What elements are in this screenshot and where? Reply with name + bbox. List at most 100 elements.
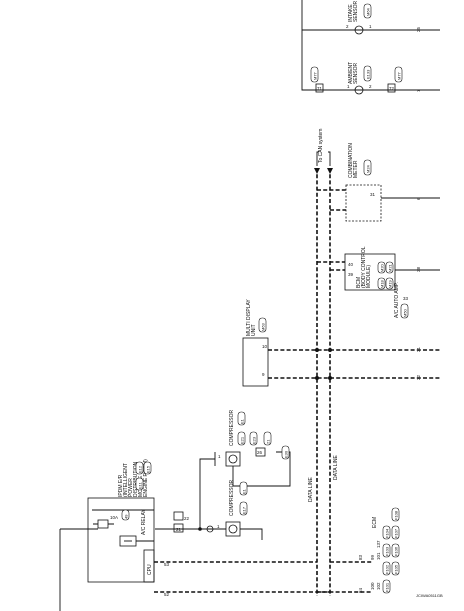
ecm-code-6: F106 (394, 546, 399, 556)
fuse-icon (97, 519, 109, 529)
compressor-upper-clutch-icon (228, 454, 238, 464)
bcm-pin-b: 39 (348, 272, 354, 277)
combination-meter: 31 COMBINATION METER M24 6 (317, 143, 440, 222)
ipdm-name-4: DISTRIBUTION (133, 461, 139, 497)
ecm-pin-3: 100 (370, 582, 375, 590)
compressor-upper-aux-1: 26 (257, 450, 263, 455)
intake-sensor: 2 1 INTAKE SENSOR M64 25 (346, 0, 421, 35)
intake-sensor-name-2: SENSOR (353, 0, 359, 22)
ambient-conn-pin-a: 71 (317, 86, 323, 91)
ecm-pin-7: 137 (376, 540, 381, 548)
ipdm-relay: A/C RELAY (141, 509, 147, 535)
ambient-sensor-wire-no: 7 (416, 89, 421, 92)
splice-3 (315, 376, 319, 380)
multi-display-pin-b: 9 (262, 372, 265, 377)
ecm-code-5: F105 (394, 564, 399, 574)
compressor-lower-clutch-icon (228, 524, 238, 534)
bcm-code-2: M19 (388, 279, 393, 288)
compressor-lower-pin: 1 (217, 524, 220, 529)
doc-code: JCIWA0511GB (416, 593, 443, 598)
intake-sensor-pin-b: 1 (369, 24, 372, 29)
ambient-sensor-code: E133 (366, 69, 371, 79)
intake-sensor-name-1: INTAKE (348, 4, 354, 22)
ambient-conn-pin-b: 72 (389, 86, 395, 91)
to-can-system-label: To CAN system (318, 129, 324, 163)
intake-sensor-code: M64 (366, 7, 371, 16)
ipdm-name-6: ENGINE ROOM) (143, 459, 149, 497)
bcm-code-4: M21 (388, 263, 393, 272)
ipdm-name-3: POWER (128, 478, 134, 497)
ipdm-name-1: IPDM E/R (118, 474, 124, 497)
ecm-pin-6: 101 (376, 552, 381, 560)
multi-display-unit: 10 9 MULTI DISPLAY UNIT M63 21 22 (242, 299, 440, 387)
bcm-code-1: M18 (380, 279, 385, 288)
ecm-code-4: F104 (385, 528, 390, 538)
ecm-pin-5: 102 (376, 582, 381, 590)
compressor-lower-code-1: E17 (242, 506, 247, 514)
splice-2 (328, 376, 332, 380)
ambient-sensor-name-2: SENSOR (353, 62, 359, 84)
ac-auto-amp-code: M50 (403, 308, 408, 317)
combination-meter-name-1: COMBINATION (348, 143, 354, 178)
ecm-pin-1: 83 (358, 554, 363, 560)
compressor-upper-name: COMPRESSOR (229, 409, 235, 446)
ipdm-fuse-code: 49 (124, 514, 129, 519)
data-line-label-1: DATA LINE (308, 477, 314, 502)
splice-1 (315, 348, 319, 352)
ecm-code-8: F108 (394, 510, 399, 520)
combination-meter-name-2: METER (353, 160, 359, 178)
ipdm-pin-2: 52 (164, 592, 170, 597)
ecm-code-2: F102 (385, 564, 390, 574)
combination-meter-wire-no: 6 (416, 197, 421, 200)
ipdm-name-2: (INTELLIGENT (123, 463, 129, 497)
combination-meter-box (345, 184, 382, 222)
ipdm-cpu: CPU (147, 564, 153, 575)
compressor-upper-code-2: E1 (240, 418, 245, 424)
compressor-upper-code-4: E30 (284, 450, 289, 458)
wire-sensor-bus (301, 0, 304, 91)
bcm-pin-a: 40 (348, 262, 354, 267)
ipdm-code-2: E12 (138, 465, 143, 473)
ecm-code-3: F103 (385, 546, 390, 556)
ipdm-er: 10A 49 A/C RELAY CPU IPDM E/R (INTELLIGE… (59, 459, 190, 611)
compressor-lower: 1 COMPRESSOR E17 E1 (217, 479, 263, 540)
ipdm-pin-4: 21 (176, 527, 182, 532)
ambient-sensor-pin-a: 1 (347, 84, 350, 89)
ambient-conn-1: M77 (313, 71, 318, 80)
bcm-box (344, 253, 396, 291)
compressor-lower-name: COMPRESSOR (229, 479, 235, 516)
ipdm-box (87, 497, 155, 583)
bcm: 40 39 BCM (BODY CONTROL MODULE) M18 M19 … (317, 246, 440, 291)
ipdm-cpu-box (143, 549, 155, 583)
ecm-code-1: F101 (385, 582, 390, 592)
ambient-sensor: M77 71 1 2 AMBIENT SENSOR E133 72 M77 7 (310, 62, 421, 95)
ac-auto-amp-pin: 33 (403, 296, 409, 301)
can-arrow-head-2 (327, 168, 333, 174)
bcm-name-3: MODULE) (366, 265, 372, 288)
multi-display-pin-a: 10 (262, 344, 268, 349)
combination-meter-pin: 31 (370, 192, 376, 197)
compressor-upper-aux-2: 21 (266, 439, 271, 444)
ac-auto-amp-name: A/C AUTO AMP. (394, 282, 400, 318)
bcm-name-2: (BODY CONTROL (361, 246, 367, 288)
ecm-pin-4: 99 (370, 554, 375, 560)
bcm-code-3: M20 (380, 263, 385, 272)
ambient-conn-3: M77 (397, 71, 402, 80)
multi-display-wire-a: 21 (416, 346, 421, 352)
compressor-upper-pin: 1 (218, 454, 221, 459)
intake-sensor-wire-no: 25 (416, 26, 421, 32)
ambient-sensor-name-1: AMBIENT (348, 62, 354, 84)
ipdm-pin-1: 53 (164, 562, 170, 567)
data-line-label-2: DATA LINE (333, 455, 339, 480)
compressor-upper-code-3: E23 (252, 436, 257, 444)
splice-4 (328, 348, 332, 352)
compressor-upper: 1 26 COMPRESSOR E21 E1 E23 21 E30 (214, 409, 291, 487)
ipdm-code-3: E15 (146, 465, 151, 473)
multi-display-code: M63 (261, 322, 266, 331)
compressor-lower-code-2: E1 (242, 488, 247, 494)
multi-display-name-2: UNIT (251, 324, 257, 336)
ipdm-code-1: E11 (138, 481, 143, 489)
multi-display-wire-b: 22 (416, 374, 421, 380)
compressor-upper-code-1: E21 (240, 436, 245, 444)
